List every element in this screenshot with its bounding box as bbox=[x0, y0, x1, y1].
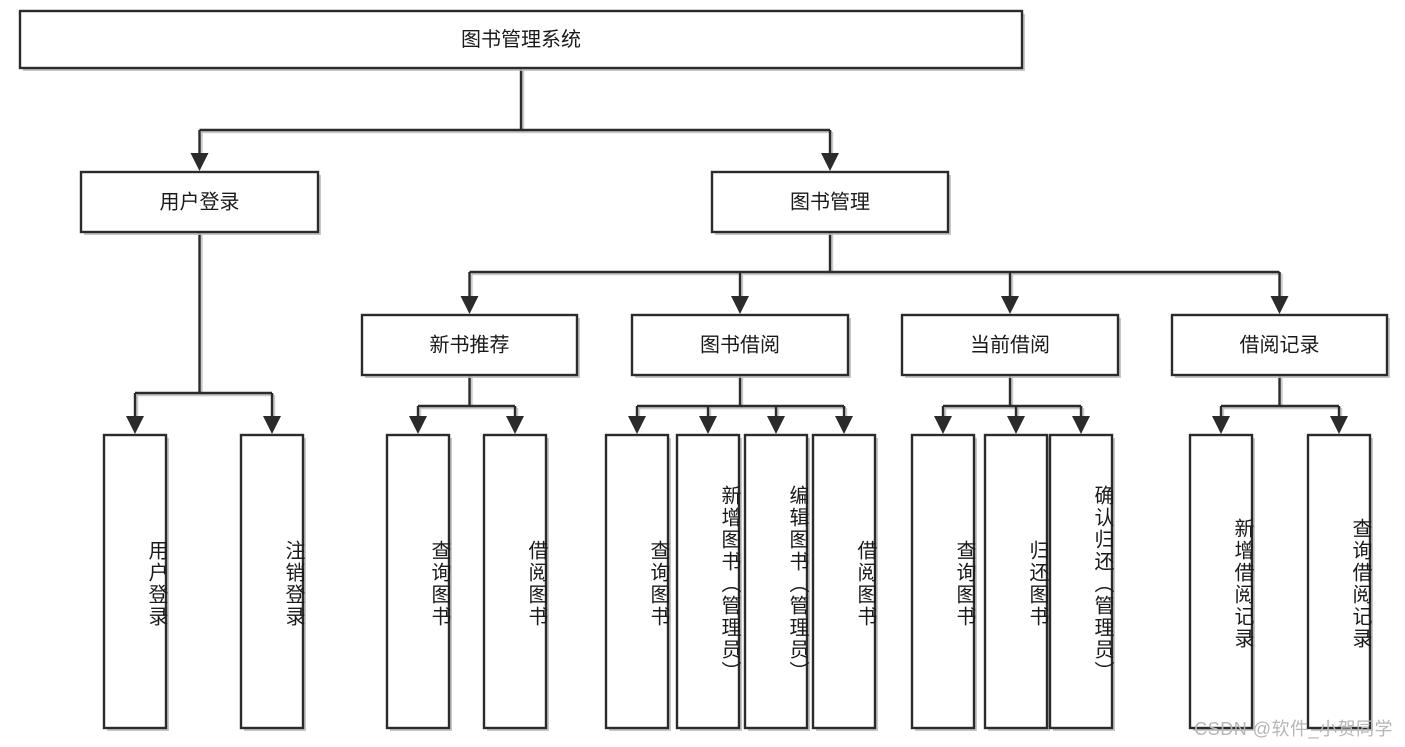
node-level2-label-0: 用户登录 bbox=[160, 190, 240, 213]
arrow-down-leaf-1 bbox=[263, 416, 281, 434]
node-leaf-5[interactable] bbox=[675, 433, 741, 730]
arrow-down-leaf-9 bbox=[1007, 416, 1025, 434]
node-leaf-3[interactable] bbox=[482, 433, 548, 730]
arrow-down-leaf-10 bbox=[1072, 416, 1090, 434]
arrow-down-level3-0 bbox=[460, 296, 479, 314]
arrow-down-level3-2 bbox=[1001, 296, 1019, 314]
arrow-down-leaf-12 bbox=[1330, 416, 1348, 434]
node-leaf-9[interactable] bbox=[983, 433, 1049, 730]
node-level3-0[interactable] bbox=[360, 313, 579, 377]
arrow-down-level3-1 bbox=[731, 296, 749, 314]
node-leaf-7[interactable] bbox=[811, 433, 877, 730]
arrow-down-leaf-11 bbox=[1212, 416, 1230, 434]
node-level3-2[interactable] bbox=[900, 313, 1120, 377]
boxes-layer bbox=[18, 9, 1390, 731]
node-leaf-1[interactable] bbox=[239, 433, 305, 730]
arrow-down-leaf-6 bbox=[767, 416, 785, 434]
node-leaf-12[interactable] bbox=[1306, 433, 1372, 730]
node-level3-3[interactable] bbox=[1170, 313, 1389, 377]
node-leaf-11[interactable] bbox=[1188, 433, 1254, 730]
csdn-watermark: CSDN @软件_小贺同学 bbox=[1194, 719, 1393, 739]
arrow-down-leaf-7 bbox=[835, 416, 853, 434]
node-level3-label-2: 当前借阅 bbox=[970, 333, 1050, 356]
arrow-down-leaf-5 bbox=[699, 416, 717, 434]
node-leaf-8[interactable] bbox=[910, 433, 976, 730]
node-level3-label-3: 借阅记录 bbox=[1240, 333, 1320, 356]
node-leaf-10[interactable] bbox=[1048, 433, 1114, 730]
node-level3-1[interactable] bbox=[630, 313, 850, 377]
node-level2-0[interactable] bbox=[79, 170, 320, 234]
node-level2-1[interactable] bbox=[710, 170, 950, 234]
node-root-label: 图书管理系统 bbox=[461, 28, 581, 51]
connectors-layer bbox=[126, 68, 1348, 434]
arrow-down-leaf-3 bbox=[506, 416, 524, 434]
arrow-down-leaf-8 bbox=[934, 416, 952, 434]
arrow-down-leaf-2 bbox=[409, 416, 427, 434]
node-leaf-6[interactable] bbox=[743, 433, 809, 730]
node-leaf-4[interactable] bbox=[604, 433, 670, 730]
node-leaf-0[interactable] bbox=[102, 433, 168, 730]
node-level3-label-0: 新书推荐 bbox=[430, 333, 510, 356]
arrow-down-level2-1 bbox=[821, 153, 839, 171]
arrow-down-leaf-0 bbox=[126, 416, 144, 434]
arrow-down-leaf-4 bbox=[628, 416, 646, 434]
arrow-down-level3-3 bbox=[1270, 296, 1289, 314]
node-level3-label-1: 图书借阅 bbox=[700, 333, 780, 356]
node-root[interactable] bbox=[18, 9, 1024, 70]
node-level2-label-1: 图书管理 bbox=[790, 190, 870, 213]
node-leaf-2[interactable] bbox=[385, 433, 451, 730]
arrow-down-level2-0 bbox=[190, 153, 209, 171]
